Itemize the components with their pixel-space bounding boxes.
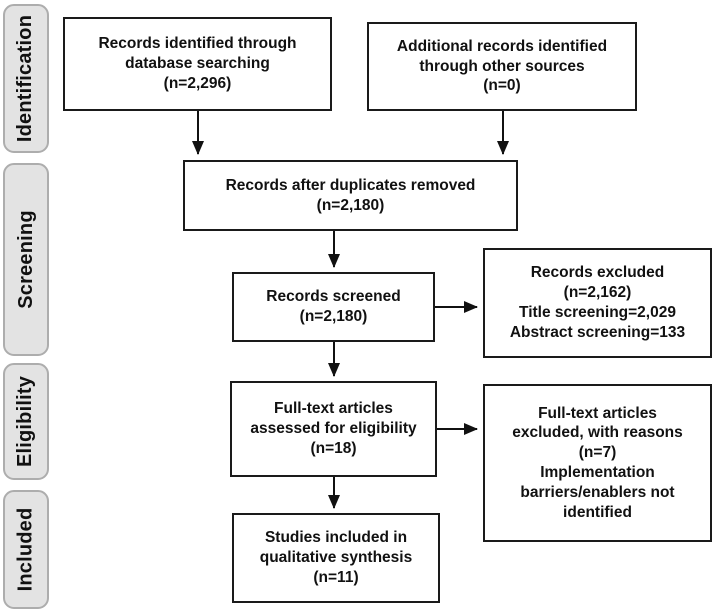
box-fulltext-excluded-text: Full-text articles excluded, with reason… xyxy=(512,404,683,521)
box-fulltext-excluded: Full-text articles excluded, with reason… xyxy=(483,384,712,542)
box-studies-included: Studies included in qualitative synthesi… xyxy=(232,513,440,603)
box-duplicates-removed: Records after duplicates removed (n=2,18… xyxy=(183,160,518,231)
stage-eligibility-label: Eligibility xyxy=(14,375,37,468)
box-duplicates-removed-text: Records after duplicates removed (n=2,18… xyxy=(225,176,476,214)
box-records-identified: Records identified through database sear… xyxy=(63,17,332,111)
box-records-excluded: Records excluded (n=2,162) Title screeni… xyxy=(483,248,712,358)
box-additional-records-text: Additional records identified through ot… xyxy=(396,37,608,95)
stage-identification-label: Identification xyxy=(14,14,37,143)
box-studies-included-text: Studies included in qualitative synthesi… xyxy=(259,529,413,586)
box-records-excluded-text: Records excluded (n=2,162) Title screeni… xyxy=(509,264,686,341)
box-records-screened: Records screened (n=2,180) xyxy=(232,272,435,342)
stage-screening-label: Screening xyxy=(14,210,37,309)
box-fulltext-assessed: Full-text articles assessed for eligibil… xyxy=(230,381,437,477)
stage-screening: Screening xyxy=(3,163,49,356)
stage-eligibility: Eligibility xyxy=(3,363,49,480)
box-records-identified-text: Records identified through database sear… xyxy=(98,35,297,92)
stage-included: Included xyxy=(3,490,49,609)
box-fulltext-assessed-text: Full-text articles assessed for eligibil… xyxy=(250,400,417,457)
box-records-screened-text: Records screened (n=2,180) xyxy=(266,288,401,325)
stage-identification: Identification xyxy=(3,4,49,153)
box-additional-records: Additional records identified through ot… xyxy=(367,22,637,111)
stage-included-label: Included xyxy=(14,507,37,592)
